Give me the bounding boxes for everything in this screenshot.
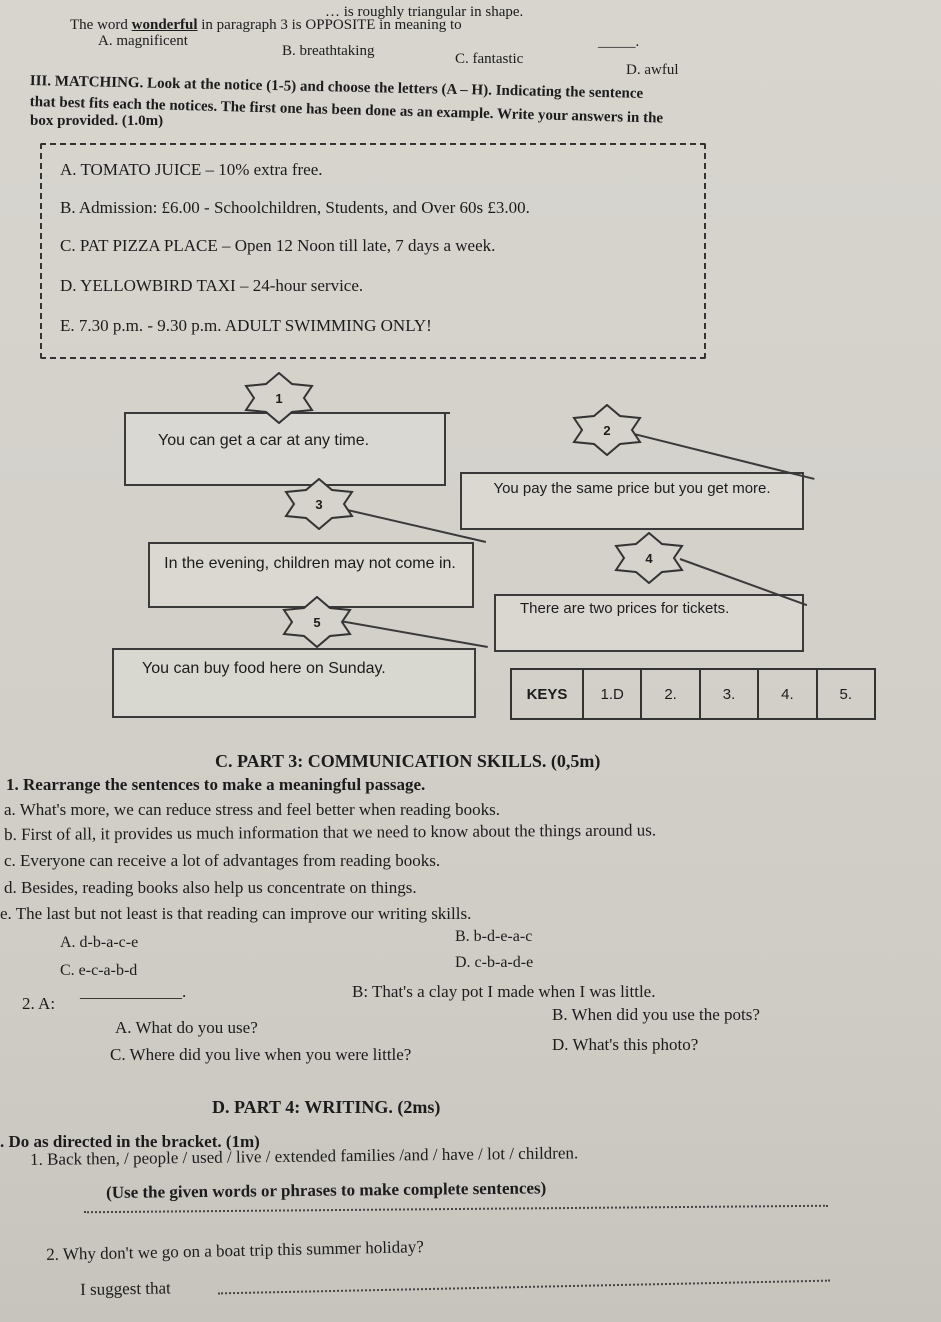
item-3-number: 3 <box>315 496 323 512</box>
matching-instruction-line3: box provided. (1.0m) <box>30 113 164 129</box>
sentence-b: b. First of all, it provides us much inf… <box>4 820 657 844</box>
part4-question-1-note: (Use the given words or phrases to make … <box>106 1178 547 1202</box>
answer-blank: _____. <box>598 34 640 50</box>
key-cell-3[interactable]: 3. <box>701 670 760 718</box>
item-2-number: 2 <box>603 422 611 438</box>
item-5-badge: 5 <box>282 595 352 649</box>
connector-1 <box>300 412 450 414</box>
matching-heading: III. MATCHING. <box>29 73 144 92</box>
key-cell-1[interactable]: 1.D <box>584 670 643 718</box>
part4-question-2-start: I suggest that <box>80 1278 171 1299</box>
answer-line-2[interactable] <box>218 1279 830 1295</box>
q1-option-d: D. c-b-a-d-e <box>455 954 534 971</box>
q2-option-b: B. When did you use the pots? <box>552 1005 760 1024</box>
octagon-badge-icon <box>244 371 314 425</box>
item-4-number: 4 <box>645 550 653 566</box>
item-1-number: 1 <box>275 390 283 406</box>
item-4-text: There are two prices for tickets. <box>520 600 730 617</box>
q1-option-c: C. e-c-a-b-d <box>60 962 138 979</box>
item-2-badge: 2 <box>572 403 642 457</box>
q2-option-d: D. What's this photo? <box>552 1035 699 1054</box>
question-lead: The word <box>70 17 128 33</box>
sentence-a: a. What's more, we can reduce stress and… <box>4 800 501 819</box>
underlined-word: wonderful <box>131 17 198 33</box>
item-2-box <box>460 472 804 530</box>
keys-label: KEYS <box>512 670 585 718</box>
item-1-text: You can get a car at any time. <box>158 432 370 449</box>
sentence-c: c. Everyone can receive a lot of advanta… <box>4 851 441 870</box>
previous-text-fragment: … is roughly triangular in shape. <box>325 4 524 20</box>
option-c: C. fantastic <box>455 51 524 67</box>
q2-blank: ____________. <box>80 982 187 1001</box>
part3-title: C. PART 3: COMMUNICATION SKILLS. (0,5m) <box>215 751 601 771</box>
q1-option-a: A. d-b-a-c-e <box>60 934 139 951</box>
sentence-e: e. The last but not least is that readin… <box>0 904 472 923</box>
item-3-badge: 3 <box>284 477 354 531</box>
q2-option-c: C. Where did you live when you were litt… <box>110 1045 412 1064</box>
connector-5 <box>339 620 488 649</box>
notice-box <box>40 143 706 359</box>
part4-question-2: 2. Why don't we go on a boat trip this s… <box>46 1237 424 1264</box>
q2-speaker-a: 2. A: <box>22 994 56 1013</box>
key-cell-4[interactable]: 4. <box>759 670 818 718</box>
q2-option-a: A. What do you use? <box>115 1018 258 1037</box>
q2-speaker-b: B: That's a clay pot I made when I was l… <box>352 982 656 1001</box>
notice-c: C. PAT PIZZA PLACE – Open 12 Noon till l… <box>60 236 496 255</box>
item-3-text: In the evening, children may not come in… <box>164 555 456 572</box>
option-a: A. magnificent <box>98 33 188 49</box>
key-cell-2[interactable]: 2. <box>642 670 701 718</box>
octagon-badge-icon <box>282 595 352 649</box>
notice-a: A. TOMATO JUICE – 10% extra free. <box>60 160 323 179</box>
notice-b: B. Admission: £6.00 - Schoolchildren, St… <box>60 198 530 217</box>
q1-option-b: B. b-d-e-a-c <box>455 928 533 945</box>
part4-title: D. PART 4: WRITING. (2ms) <box>212 1097 441 1117</box>
question-rest: in paragraph 3 is OPPOSITE in meaning to <box>201 17 462 33</box>
item-5-box <box>112 648 476 718</box>
option-b: B. breathtaking <box>282 43 375 59</box>
item-2-text: You pay the same price but you get more. <box>493 480 771 497</box>
item-3-box <box>148 542 474 608</box>
item-1-box <box>124 412 446 486</box>
matching-instruction-text: Look at the notice (1-5) and choose the … <box>146 75 644 102</box>
item-5-text: You can buy food here on Sunday. <box>142 660 386 677</box>
item-5-number: 5 <box>313 614 321 630</box>
item-1-badge: 1 <box>244 371 314 425</box>
octagon-badge-icon <box>284 477 354 531</box>
answer-keys-table: KEYS 1.D 2. 3. 4. 5. <box>510 668 876 720</box>
octagon-badge-icon <box>614 531 684 585</box>
part3-question-1: 1. Rearrange the sentences to make a mea… <box>6 775 426 794</box>
question-stem: The word wonderful in paragraph 3 is OPP… <box>70 17 462 34</box>
option-d: D. awful <box>626 62 679 78</box>
key-cell-5[interactable]: 5. <box>839 685 853 703</box>
item-4-box <box>494 594 804 652</box>
notice-e: E. 7.30 p.m. - 9.30 p.m. ADULT SWIMMING … <box>60 316 432 335</box>
notice-d: D. YELLOWBIRD TAXI – 24-hour service. <box>60 276 364 295</box>
answer-line-1[interactable] <box>84 1204 828 1214</box>
part4-instruction: . Do as directed in the bracket. (1m) <box>0 1132 260 1151</box>
octagon-badge-icon <box>572 403 642 457</box>
item-4-badge: 4 <box>614 531 684 585</box>
sentence-d: d. Besides, reading books also help us c… <box>4 878 417 897</box>
